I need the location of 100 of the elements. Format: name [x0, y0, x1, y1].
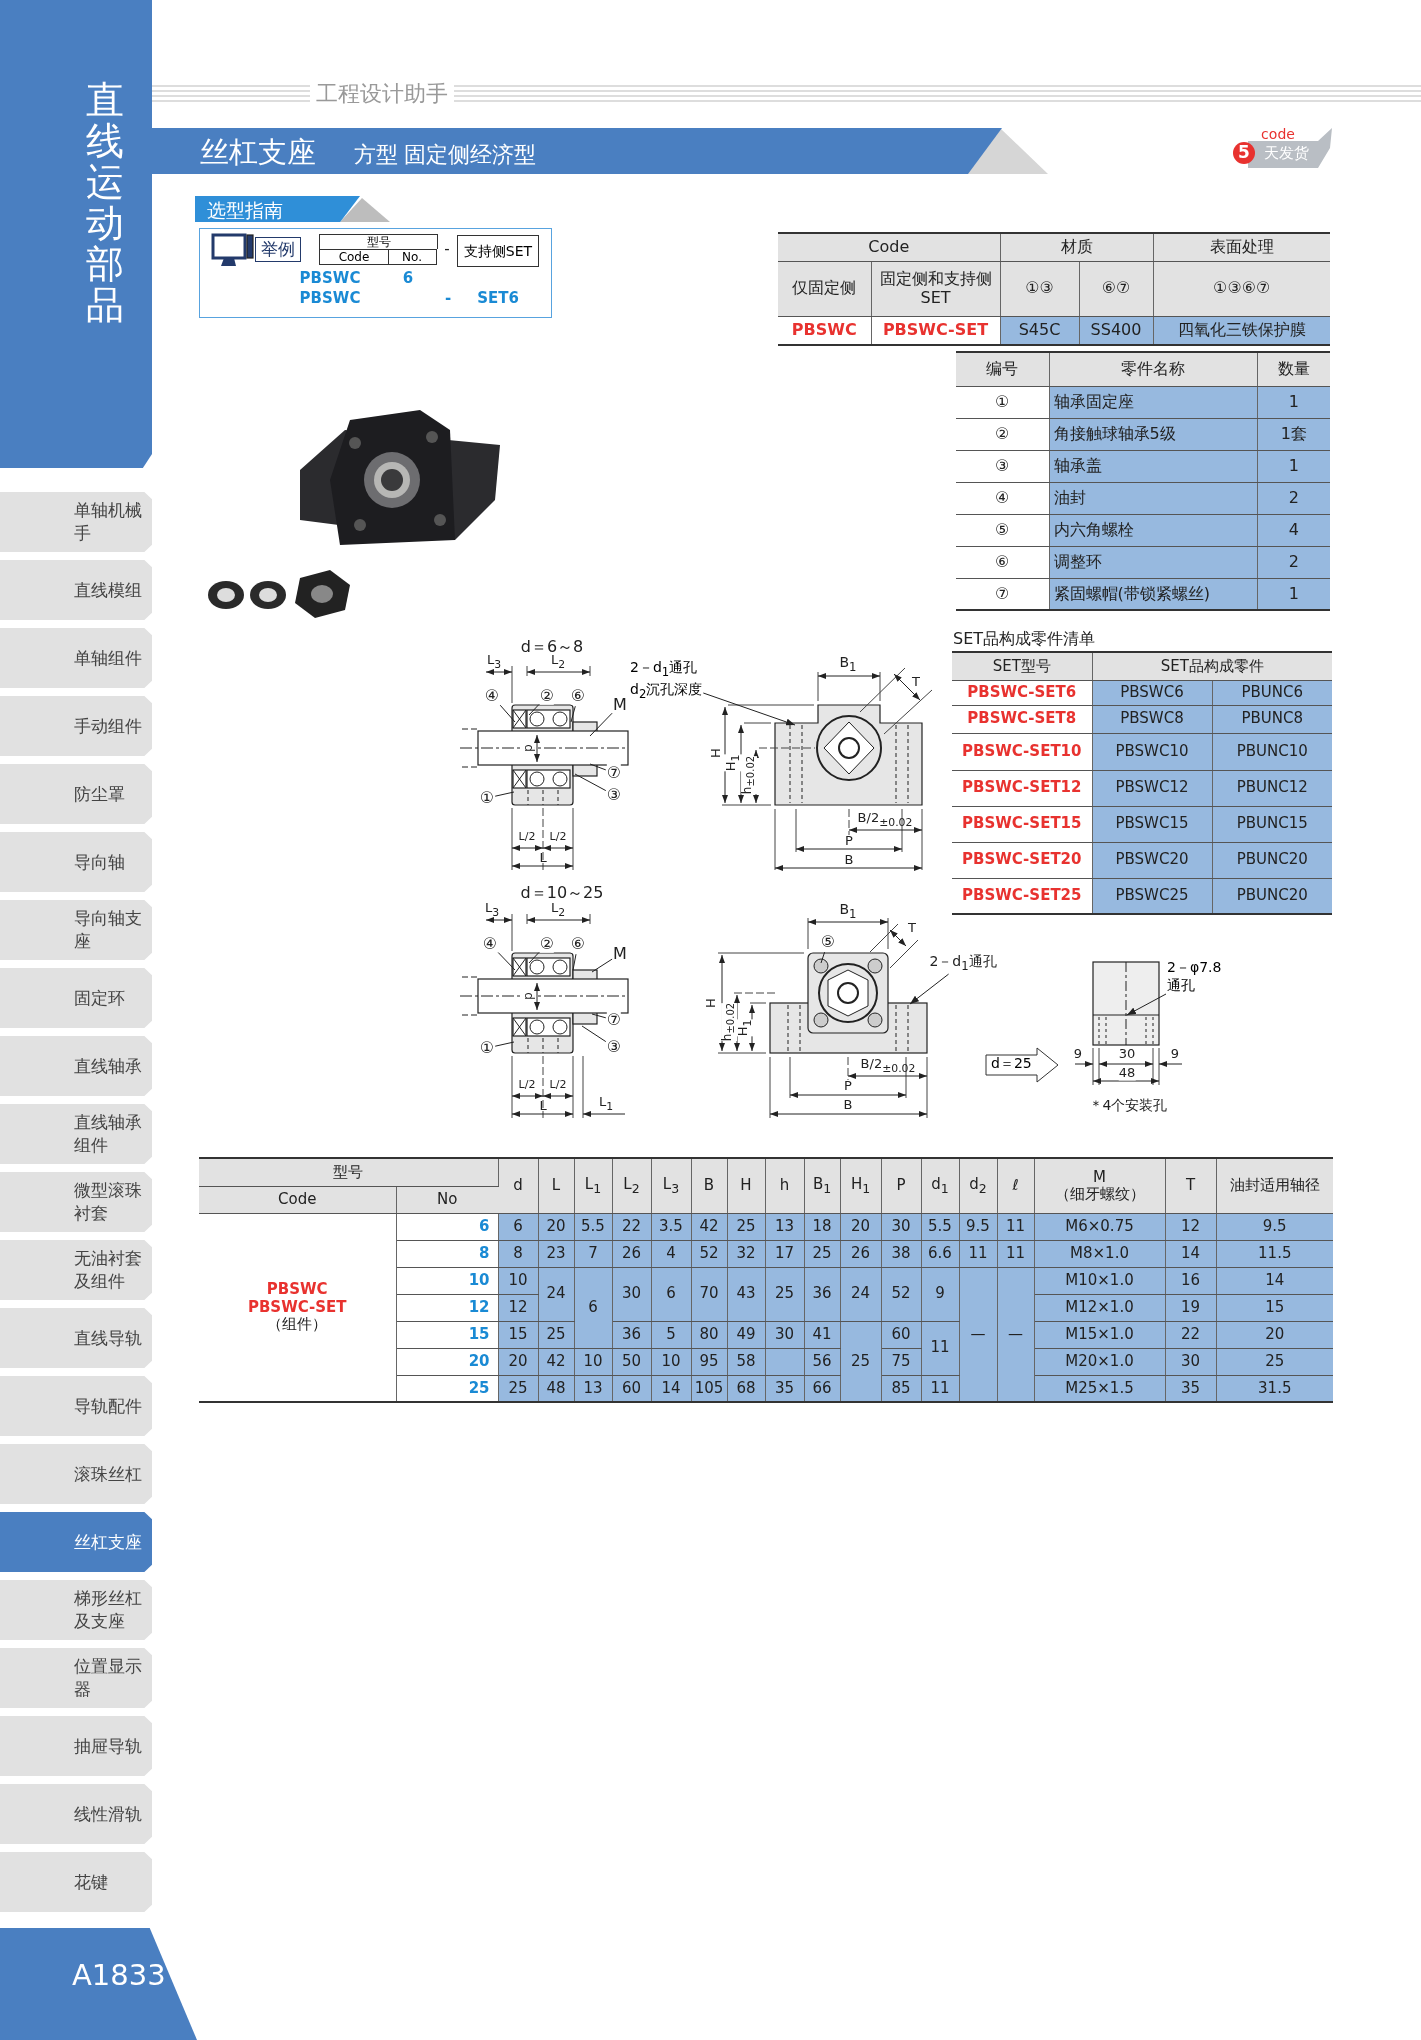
- table-cell: PBSWC: [778, 316, 871, 345]
- dimension-label: B$_{1}$: [839, 900, 857, 922]
- table-cell: 12: [396, 1294, 498, 1321]
- table-cell: —: [997, 1267, 1034, 1402]
- dimension-label: d: [521, 744, 535, 752]
- category-tab: 花键: [0, 1852, 152, 1912]
- table-cell: 轴承固定座: [1049, 386, 1257, 418]
- table-header: H: [727, 1158, 765, 1213]
- table-cell: 24: [840, 1267, 881, 1321]
- table-cell: 14: [1216, 1267, 1333, 1294]
- table-cell: 1: [1257, 386, 1330, 418]
- badge-number: 5: [1238, 143, 1250, 163]
- table-cell: —: [959, 1267, 997, 1402]
- leader-line: [581, 1025, 607, 1043]
- table-title: SET品构成零件清单: [953, 629, 1095, 649]
- table-cell: M6×0.75: [1034, 1213, 1165, 1240]
- table-header: 编号: [956, 352, 1049, 386]
- dimension-label: B: [843, 1097, 853, 1113]
- table-header: SET品构成零件: [1092, 652, 1332, 680]
- header-text: （细牙螺纹）: [1053, 1185, 1146, 1203]
- table-cell: 紧固螺帽(带锁紧螺丝): [1049, 578, 1257, 610]
- category-tab: 直线导轨: [0, 1308, 152, 1368]
- dimension-label: 9: [1073, 1046, 1083, 1062]
- dimension-label: L: [539, 850, 547, 866]
- table-cell: PBSWC15: [1092, 806, 1212, 842]
- front-view-drawing: [717, 917, 928, 1119]
- table-cell: PBUNC10: [1212, 733, 1332, 770]
- table-cell: 2: [1257, 482, 1330, 514]
- dimension-label: L/2: [518, 1078, 536, 1092]
- section-heading: 选型指南: [195, 196, 360, 222]
- table-header: d$_{2}$: [959, 1158, 997, 1213]
- table-cell: 43: [727, 1267, 765, 1321]
- table-header: No.: [388, 249, 437, 265]
- table-cell: ②: [956, 418, 1049, 450]
- table-header: 支持侧SET: [457, 235, 539, 267]
- table-cell: ⑦: [956, 578, 1049, 610]
- dimension-label: L$_{3}$: [484, 901, 500, 919]
- cell-text: PBSWC: [265, 1281, 329, 1299]
- table-header: B$_{1}$: [804, 1158, 840, 1213]
- leader-line: [497, 952, 516, 971]
- table-cell: 2: [1257, 546, 1330, 578]
- table-header: P: [881, 1158, 921, 1213]
- category-tab: 手动组件: [0, 696, 152, 756]
- table-cell: M25×1.5: [1034, 1375, 1165, 1402]
- table-cell: PBUNC12: [1212, 770, 1332, 806]
- category-tab: 微型滚珠衬套: [0, 1172, 152, 1232]
- leader-line: [572, 953, 577, 971]
- category-tab: 线性滑轨: [0, 1784, 152, 1844]
- table-header: L: [538, 1158, 574, 1213]
- category-tab: 导轨配件: [0, 1376, 152, 1436]
- dimension-label: T: [908, 920, 916, 936]
- leader-line: [494, 791, 515, 797]
- table-cell: 1: [1257, 578, 1330, 610]
- category-tab: 无油衬套及组件: [0, 1240, 152, 1300]
- table-header: L$_{2}$: [612, 1158, 651, 1213]
- dimension-label: d＝6～8: [520, 637, 584, 656]
- table-cell: 25: [840, 1321, 881, 1402]
- leader-line: [589, 763, 607, 771]
- table-header: ⑥⑦: [1079, 261, 1153, 316]
- category-tab: 滚珠丝杠: [0, 1444, 152, 1504]
- table-header: B: [691, 1158, 727, 1213]
- table-cell: ①: [956, 386, 1049, 418]
- category-tab: 直线轴承: [0, 1036, 152, 1096]
- table-header: 材质: [1000, 233, 1153, 261]
- table-cell: 角接触球轴承5级: [1049, 418, 1257, 450]
- table-cell: PBSWC-SET12: [952, 770, 1092, 806]
- table-cell: 10: [396, 1267, 498, 1294]
- table-cell: 25: [396, 1375, 498, 1402]
- table-cell: 15: [396, 1321, 498, 1348]
- table-header: 油封适用轴径: [1216, 1158, 1333, 1213]
- code-text: -: [444, 290, 452, 308]
- table-cell: 4: [1257, 514, 1330, 546]
- table-cell: PBSWC-SET25: [952, 878, 1092, 914]
- table-header: Code: [319, 249, 389, 265]
- table-cell: PBSWC-SET: [871, 316, 1000, 345]
- table-cell: 30: [612, 1267, 651, 1321]
- table-header: H$_{1}$: [840, 1158, 881, 1213]
- table-cell: 四氧化三铁保护膜: [1153, 316, 1330, 345]
- table-cell: 70: [691, 1267, 727, 1321]
- page-number: A1833: [0, 1928, 197, 2040]
- table-cell: ⑤: [956, 514, 1049, 546]
- table-header: SET型号: [952, 652, 1092, 680]
- category-tab: 导向轴支座: [0, 900, 152, 960]
- table-header: No: [396, 1186, 498, 1213]
- table-header: 零件名称: [1049, 352, 1257, 386]
- table-cell: 31.5: [1216, 1375, 1333, 1402]
- table-cell: 1: [1257, 450, 1330, 482]
- badge-text: 天发货: [1263, 145, 1309, 163]
- leader-line: [589, 712, 613, 737]
- leader-line: [574, 773, 607, 792]
- dimension-label: B/2$_{±0.02}$: [857, 811, 913, 829]
- table-header: T: [1165, 1158, 1216, 1213]
- table-header: 型号: [319, 234, 438, 249]
- table-header: 表面处理: [1153, 233, 1330, 261]
- dimension-label: P: [844, 1078, 852, 1094]
- dimension-label: L$_{2}$: [550, 901, 566, 919]
- table-cell: M15×1.0: [1034, 1321, 1165, 1348]
- table-header: Code: [778, 233, 1000, 261]
- table-cell: PBSWC25: [1092, 878, 1212, 914]
- category-tab: 固定环: [0, 968, 152, 1028]
